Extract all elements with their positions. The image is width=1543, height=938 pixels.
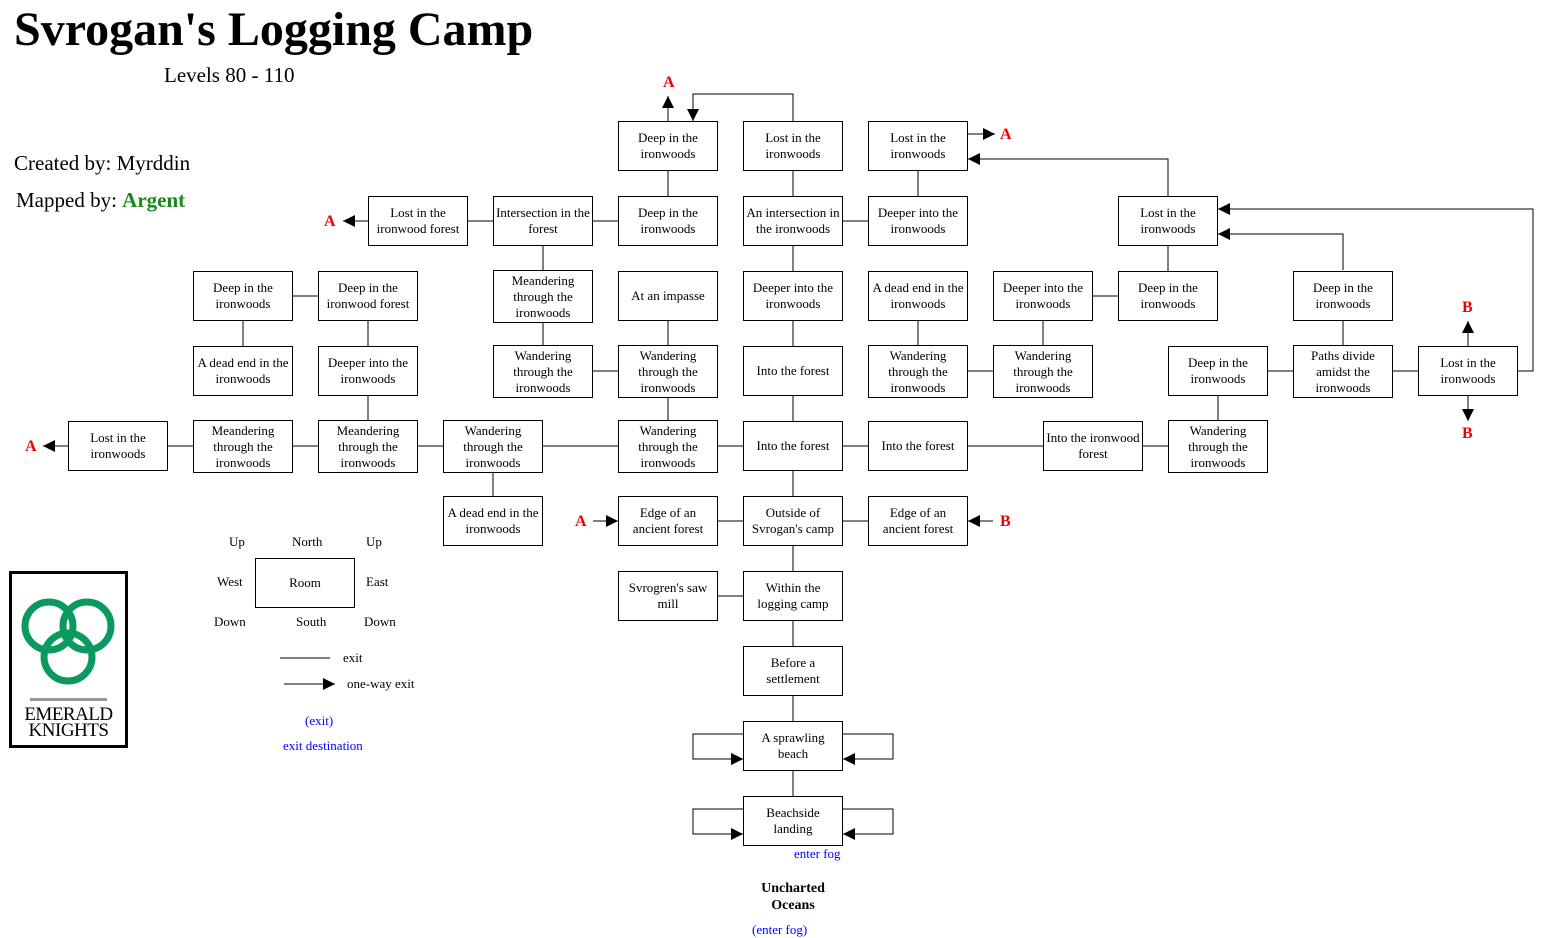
destination-exit-command[interactable]: (enter fog) — [752, 922, 808, 937]
beach-fog-exit[interactable]: enter fog — [794, 846, 841, 861]
room: Meandering through the ironwoods — [318, 420, 418, 473]
marker-a-far-west: A — [25, 438, 37, 455]
room: Into the forest — [743, 346, 843, 396]
room: Deep in the ironwoods — [1118, 271, 1218, 321]
logo-text-line2: KNIGHTS — [28, 720, 109, 741]
room: Lost in the ironwood forest — [368, 196, 468, 246]
room: Lost in the ironwoods — [68, 421, 168, 471]
one-way-exit — [1218, 228, 1344, 270]
marker-b-down: B — [1462, 425, 1473, 442]
room: A dead end in the ironwoods — [443, 496, 543, 546]
page-title: Svrogan's Logging Camp — [14, 3, 534, 56]
legend-room: Room — [255, 558, 355, 608]
legend-exit-example: (exit) — [305, 713, 334, 728]
room: A dead end in the ironwoods — [868, 271, 968, 321]
legend-one-way-label: one-way exit — [347, 676, 415, 691]
logo-rings — [21, 598, 115, 685]
marker-a-entry: A — [575, 513, 587, 530]
room: Deep in the ironwood forest — [318, 271, 418, 321]
room: Wandering through the ironwoods — [618, 420, 718, 473]
room: Lost in the ironwoods — [743, 121, 843, 171]
mapped-by-label: Mapped by: — [16, 188, 117, 212]
self-loop-exit — [692, 733, 743, 765]
mapper-name: Argent — [122, 188, 186, 212]
marker-b-up: B — [1462, 299, 1473, 316]
room: A sprawling beach — [743, 721, 843, 771]
room: Outside of Svrogan's camp — [743, 496, 843, 546]
self-loop-exit — [843, 733, 894, 765]
self-loop-exit — [692, 733, 743, 765]
room: Svrogren's saw mill — [618, 571, 718, 621]
logo-divider — [30, 698, 107, 701]
legend-exit-destination: exit destination — [283, 738, 363, 753]
one-way-exit — [687, 93, 794, 121]
room: Edge of an ancient forest — [618, 496, 718, 546]
legend-north: North — [292, 534, 323, 549]
room: Edge of an ancient forest — [868, 496, 968, 546]
room: Intersection in the forest — [493, 196, 593, 246]
exit-destination: Uncharted Oceans — [761, 881, 825, 913]
marker-a-north: A — [663, 74, 675, 91]
room: Into the forest — [868, 421, 968, 471]
legend-up-right: Up — [366, 534, 382, 549]
legend-down-right: Down — [364, 614, 396, 629]
room: Deep in the ironwoods — [618, 196, 718, 246]
marker-b-entry: B — [1000, 513, 1011, 530]
room: Beachside landing — [743, 796, 843, 846]
room: Wandering through the ironwoods — [993, 345, 1093, 398]
room: Lost in the ironwoods — [868, 121, 968, 171]
room: Lost in the ironwoods — [1118, 196, 1218, 246]
self-loop-exit — [692, 808, 743, 840]
mapped-by: Mapped by: Argent — [16, 188, 185, 213]
legend-up-left: Up — [229, 534, 245, 549]
room: Into the forest — [743, 421, 843, 471]
room: An intersection in the ironwoods — [743, 196, 843, 246]
room: Paths divide amidst the ironwoods — [1293, 345, 1393, 398]
emerald-knights-logo: EMERALD KNIGHTS — [9, 571, 128, 748]
room: Deeper into the ironwoods — [993, 271, 1093, 321]
room: Wandering through the ironwoods — [1168, 420, 1268, 473]
room: Wandering through the ironwoods — [493, 345, 593, 398]
marker-a-west: A — [324, 213, 336, 230]
room: Lost in the ironwoods — [1418, 346, 1518, 396]
legend-south: South — [296, 614, 327, 629]
room: Wandering through the ironwoods — [618, 345, 718, 398]
room: Before a settlement — [743, 646, 843, 696]
room: Deeper into the ironwoods — [743, 271, 843, 321]
room: Within the logging camp — [743, 571, 843, 621]
legend-east: East — [366, 574, 389, 589]
room: Deep in the ironwoods — [193, 271, 293, 321]
room: Deep in the ironwoods — [1293, 271, 1393, 321]
room: A dead end in the ironwoods — [193, 346, 293, 396]
room: At an impasse — [618, 271, 718, 321]
room: Meandering through the ironwoods — [493, 270, 593, 323]
self-loop-exit — [843, 808, 894, 840]
room: Wandering through the ironwoods — [443, 420, 543, 473]
one-way-exit — [1218, 203, 1534, 372]
level-range: Levels 80 - 110 — [164, 63, 295, 87]
legend-exit-label: exit — [343, 650, 363, 665]
room: Deep in the ironwoods — [1168, 346, 1268, 396]
logo-text-line1: EMERALD — [24, 704, 113, 725]
legend-west: West — [217, 574, 243, 589]
room: Deeper into the ironwoods — [868, 196, 968, 246]
room: Deeper into the ironwoods — [318, 346, 418, 396]
marker-a-east: A — [1000, 126, 1012, 143]
created-by: Created by: Myrddin — [14, 151, 191, 175]
room: Into the ironwood forest — [1043, 421, 1143, 471]
room: Meandering through the ironwoods — [193, 420, 293, 473]
room: Deep in the ironwoods — [618, 121, 718, 171]
room: Wandering through the ironwoods — [868, 345, 968, 398]
one-way-exit — [968, 153, 1169, 196]
legend-down-left: Down — [214, 614, 246, 629]
